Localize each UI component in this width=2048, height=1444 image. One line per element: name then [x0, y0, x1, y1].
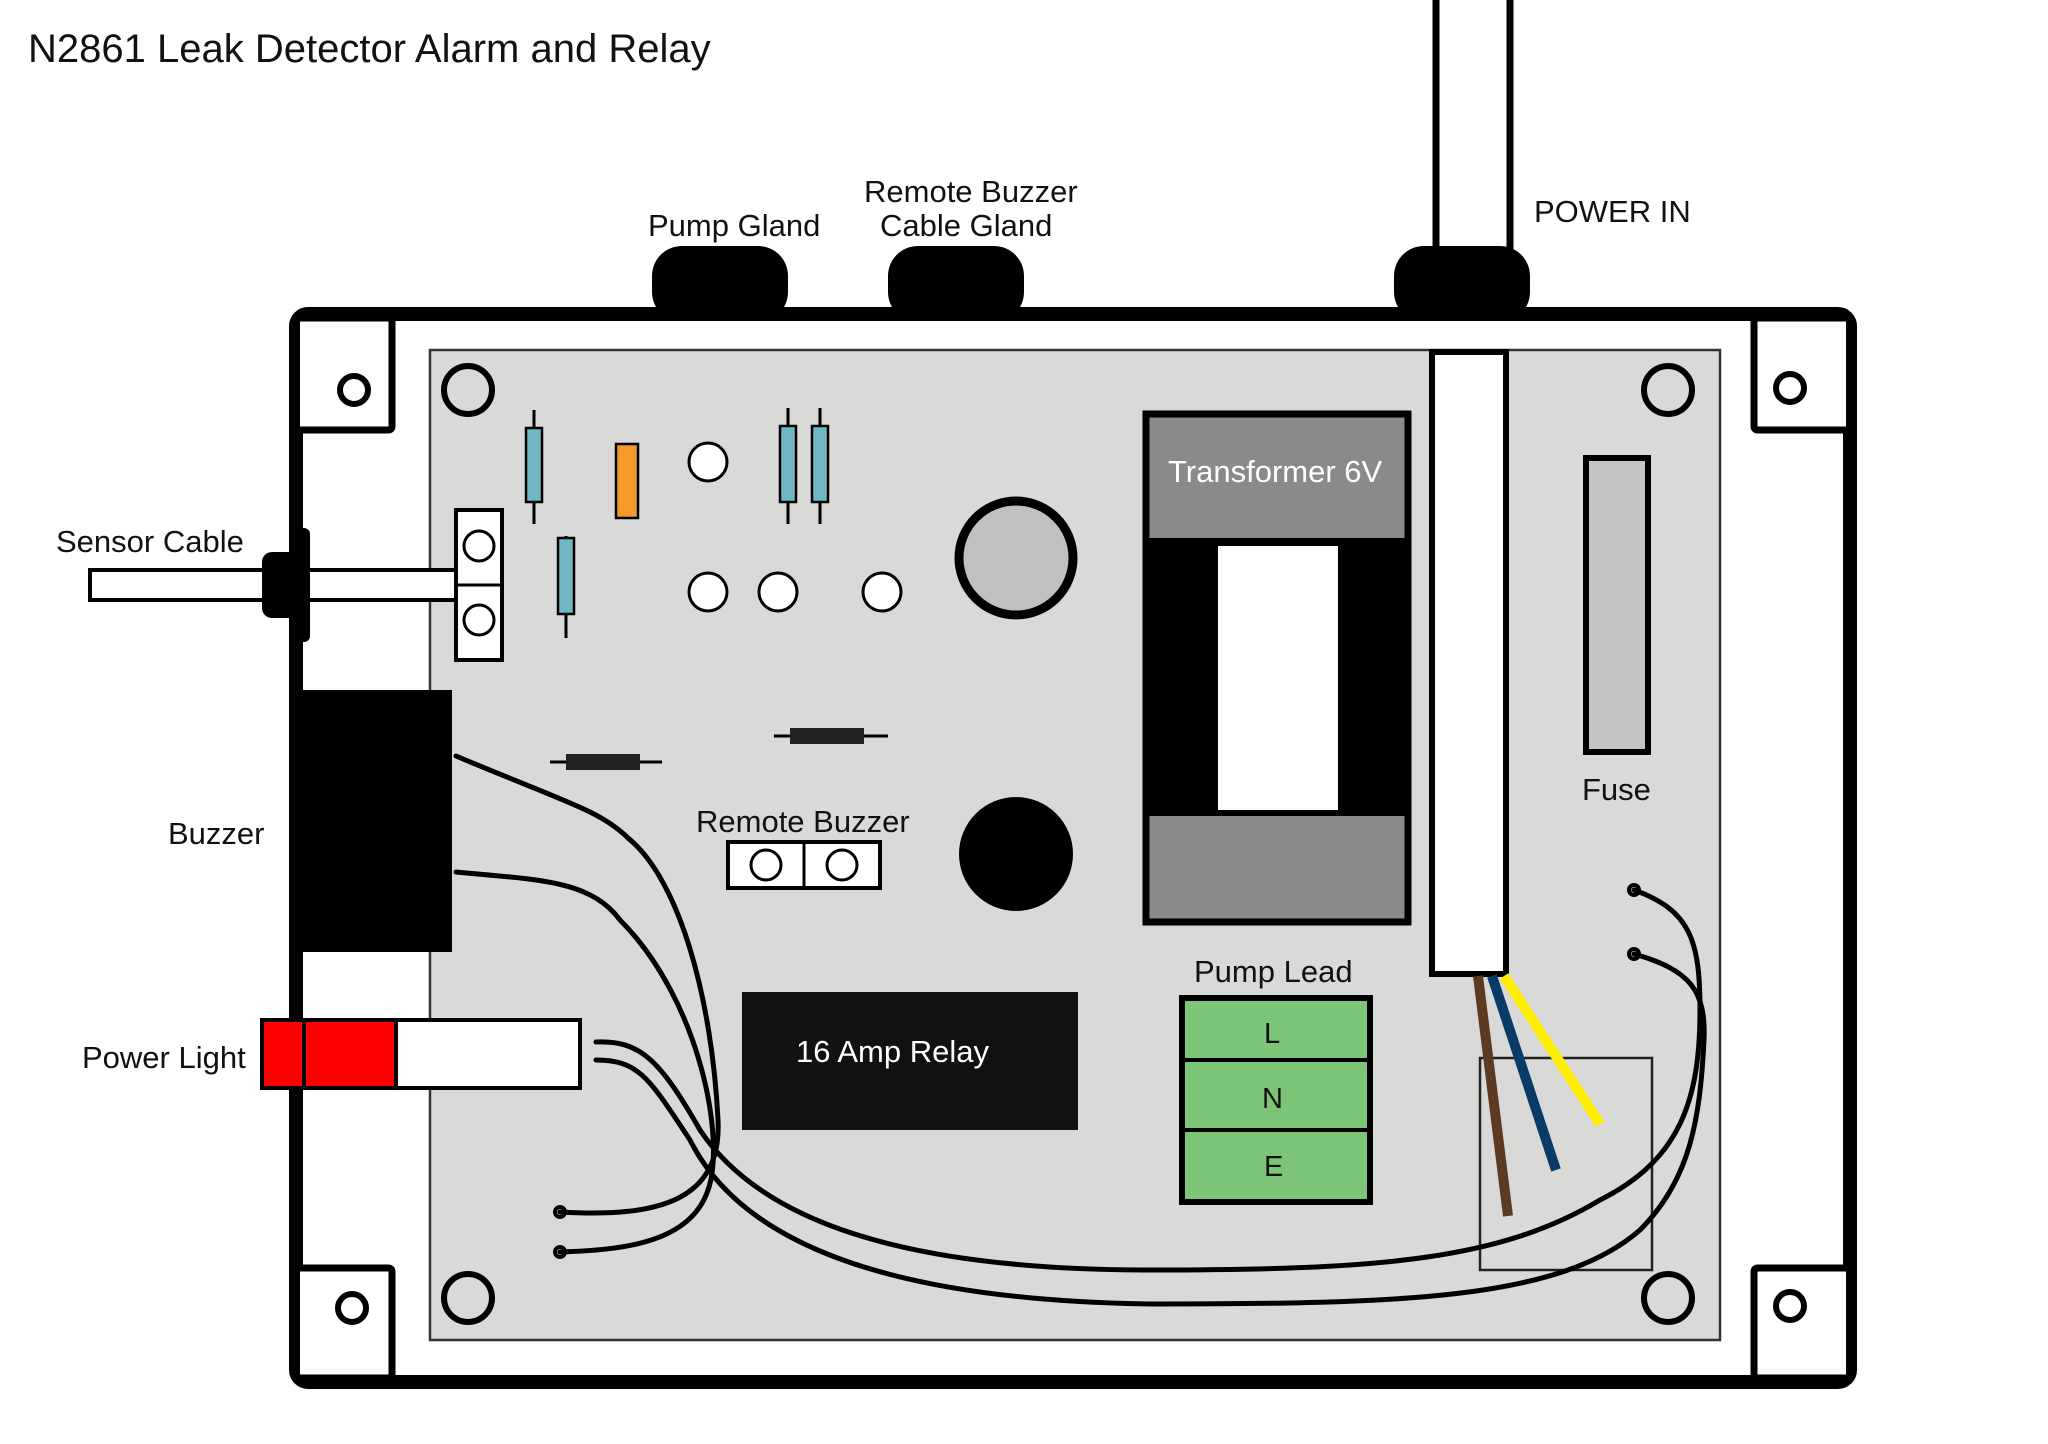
corner-tab-top-right: [1750, 314, 1846, 434]
board-hole-icon: [1641, 1271, 1695, 1325]
component-pad-icon: [861, 571, 903, 613]
transformer-window: [1218, 546, 1338, 810]
diagram-title: N2861 Leak Detector Alarm and Relay: [28, 27, 711, 71]
internal-wiring: [453, 753, 1707, 1307]
power-in-gland: [1394, 246, 1530, 322]
terminal-screw-icon: [462, 529, 496, 563]
fuse: [1583, 455, 1651, 755]
terminal-screw-icon: [825, 848, 859, 882]
pump-lead-terminal-block: [1179, 995, 1373, 1205]
black-component-icon: [959, 797, 1073, 911]
label-pump-gland: Pump Gland: [648, 208, 820, 243]
component-pad-icon: [757, 571, 799, 613]
label-remote-buzzer: Remote Buzzer: [696, 804, 910, 839]
resistor-icon: [810, 424, 830, 504]
terminal-screw-icon: [462, 603, 496, 637]
terminal-screw-icon: [749, 848, 783, 882]
label-remote-buzzer-gland-1: Remote Buzzer: [864, 174, 1078, 209]
power-light-lens: [260, 1018, 306, 1090]
relay: [742, 992, 1078, 1130]
resistor-icon: [778, 424, 798, 504]
resistor-icon: [556, 536, 576, 616]
label-pump-lead: Pump Lead: [1194, 954, 1353, 989]
wire-yellow-earth: [1499, 973, 1605, 1127]
label-remote-buzzer-gland-2: Cable Gland: [880, 208, 1052, 243]
power-in-cable-inner: [1429, 349, 1509, 977]
diode-icon: [790, 728, 864, 744]
sensor-cable-gland: [262, 552, 306, 618]
orange-capacitor-icon: [614, 442, 640, 520]
board-hole-icon: [1641, 363, 1695, 417]
board-hole-icon: [441, 363, 495, 417]
remote-buzzer-cable-gland: [888, 246, 1024, 322]
power-in-cable: [1432, 0, 1514, 256]
wire-brown-live: [1473, 975, 1513, 1217]
mounting-hole-icon: [1773, 1289, 1807, 1323]
terminal-label-e: E: [1264, 1151, 1283, 1183]
label-sensor-cable: Sensor Cable: [56, 524, 244, 559]
label-relay: 16 Amp Relay: [796, 1034, 989, 1069]
corner-tab-bottom-left: [300, 1264, 396, 1382]
buzzer: [296, 690, 452, 952]
corner-tab-bottom-right: [1750, 1264, 1846, 1382]
board-hole-icon: [441, 1271, 495, 1325]
component-pad-icon: [687, 441, 729, 483]
terminal-label-l: L: [1264, 1018, 1280, 1050]
corner-tab-top-left: [300, 314, 396, 434]
wire-blue-neutral: [1487, 974, 1561, 1172]
pump-gland: [652, 246, 788, 322]
component-pad-icon: [687, 571, 729, 613]
mounting-hole-icon: [337, 373, 371, 407]
power-light-body: [394, 1018, 582, 1090]
capacitor-icon: [954, 496, 1078, 620]
label-buzzer: Buzzer: [168, 816, 264, 851]
wire-end-loops: [553, 883, 1641, 1259]
label-power-in: POWER IN: [1534, 194, 1691, 229]
terminal-label-n: N: [1262, 1083, 1283, 1115]
resistor-icon: [524, 426, 544, 504]
mounting-hole-icon: [335, 1291, 369, 1325]
label-transformer: Transformer 6V: [1168, 454, 1383, 489]
power-light-red-section: [302, 1018, 398, 1090]
label-fuse: Fuse: [1582, 772, 1651, 807]
mounting-hole-icon: [1773, 371, 1807, 405]
label-power-light: Power Light: [82, 1040, 246, 1075]
diode-icon: [566, 754, 640, 770]
